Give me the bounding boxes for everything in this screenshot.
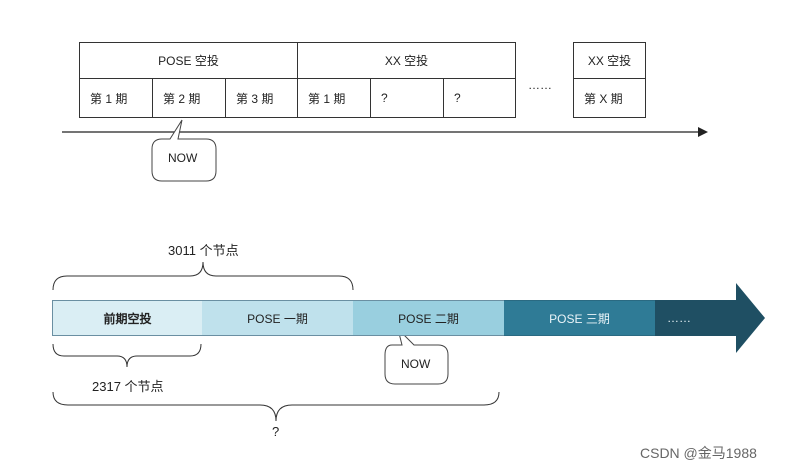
segment-pose-phase-2: POSE 二期 bbox=[353, 300, 505, 336]
top-timeline-arrowhead bbox=[698, 127, 708, 137]
big-arrow-head bbox=[736, 283, 765, 353]
segment-pose-phase-1: POSE 一期 bbox=[202, 300, 354, 336]
xx-airdrop-header-last: XX 空投 bbox=[573, 42, 646, 79]
segment-pose-phase-3: POSE 三期 bbox=[504, 300, 656, 336]
brace-big bbox=[52, 391, 500, 422]
brace-small-label: 2317 个节点 bbox=[92, 379, 164, 394]
top-now-callout bbox=[151, 119, 217, 182]
bottom-now-callout bbox=[384, 327, 449, 385]
bottom-now-label: NOW bbox=[401, 357, 431, 371]
brace-top-label: 3011 个节点 bbox=[168, 243, 239, 258]
period-cell: 第 1 期 bbox=[297, 78, 371, 118]
period-cell: 第 1 期 bbox=[79, 78, 153, 118]
brace-top bbox=[52, 261, 354, 291]
period-cell: 第 3 期 bbox=[225, 78, 298, 118]
brace-big-label: ? bbox=[272, 424, 280, 439]
pose-airdrop-header: POSE 空投 bbox=[79, 42, 298, 79]
period-cell: ? bbox=[443, 78, 516, 118]
top-ellipsis: …… bbox=[528, 78, 552, 92]
period-cell: ? bbox=[370, 78, 444, 118]
period-cell-last: 第 X 期 bbox=[573, 78, 646, 118]
brace-small bbox=[52, 343, 202, 368]
segment-early-airdrop: 前期空投 bbox=[52, 300, 203, 336]
watermark: CSDN @金马1988 bbox=[640, 445, 757, 461]
segment-more: …… bbox=[655, 300, 737, 336]
top-now-label: NOW bbox=[168, 151, 198, 165]
